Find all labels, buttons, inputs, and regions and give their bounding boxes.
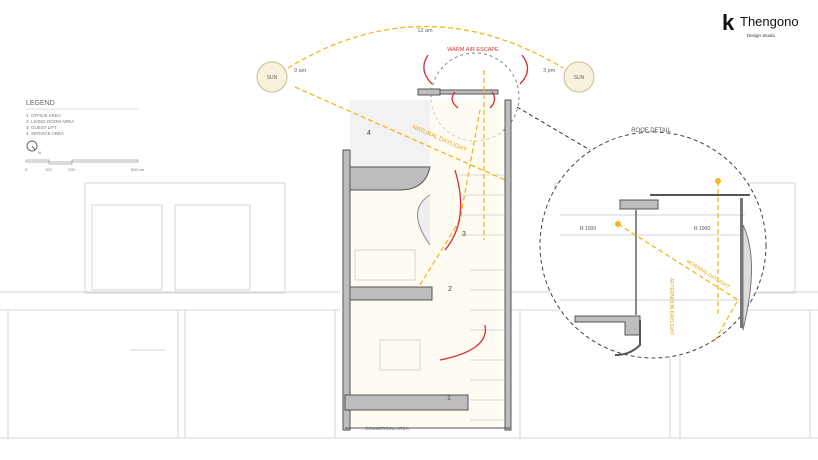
warm-air-arrows [423, 54, 529, 361]
room-number-1: 1 [447, 395, 451, 402]
scale-tick: 200 [68, 167, 75, 172]
legend-title: LEGEND [26, 100, 55, 107]
sun-right-label: SUN [574, 75, 585, 81]
warm-air-label: WARM AIR ESCAPE [447, 47, 499, 53]
sun-left [256, 61, 288, 93]
roof-detail [560, 178, 752, 356]
north-arrow-icon [26, 140, 38, 152]
room-number-3: 3 [462, 231, 466, 238]
afternoon-daylight-label: AFTERNOON DAYLIGHT [668, 278, 674, 335]
legend-item: 1. OFFICE AREA [26, 113, 61, 118]
logo: k Thengono Design Studio [722, 10, 799, 38]
logo-subtitle: Design Studio [747, 33, 776, 38]
warm-air-circle [430, 52, 520, 142]
natural-daylight-ray [294, 86, 506, 181]
north-label: N [38, 150, 41, 155]
sun-left-label: SUN [267, 75, 278, 81]
legend-item: 2. LIVING ROOM AREA [26, 119, 74, 124]
scale-tick: 0 [25, 167, 28, 172]
building-section: 4 3 2 1 COMMERCIAL AREA [342, 88, 512, 431]
legend: LEGEND 1. OFFICE AREA 2. LIVING ROOM ARE… [25, 100, 145, 172]
room-number-4: 4 [367, 130, 371, 137]
logo-name: Thengono [740, 14, 799, 29]
scale-bar [25, 159, 139, 165]
logo-mark: k [722, 10, 735, 35]
scale-tick: 100 [45, 167, 52, 172]
sun-path-arc [287, 25, 564, 69]
sun-right [563, 61, 595, 93]
morning-time-label: 9 am [294, 68, 307, 74]
legend-item: 3. GUEST LIFT [26, 125, 57, 130]
noon-time-label: 12 am [417, 28, 433, 34]
roof-detail-circle [539, 131, 767, 359]
scale-tick: 500 cm [131, 167, 145, 172]
daylight-reflection [419, 109, 481, 286]
radius-left-label: R 1000 [580, 226, 596, 232]
room-number-2: 2 [448, 286, 452, 293]
detail-callout-line [516, 106, 591, 151]
afternoon-time-label: 3 pm [543, 68, 556, 74]
commercial-area-label: COMMERCIAL AREA [365, 426, 409, 431]
radius-right-label: R 1000 [694, 226, 710, 232]
roof-detail-title: ROOF DETAIL [631, 128, 671, 134]
legend-item: 4. SERVICE AREA [26, 131, 64, 136]
